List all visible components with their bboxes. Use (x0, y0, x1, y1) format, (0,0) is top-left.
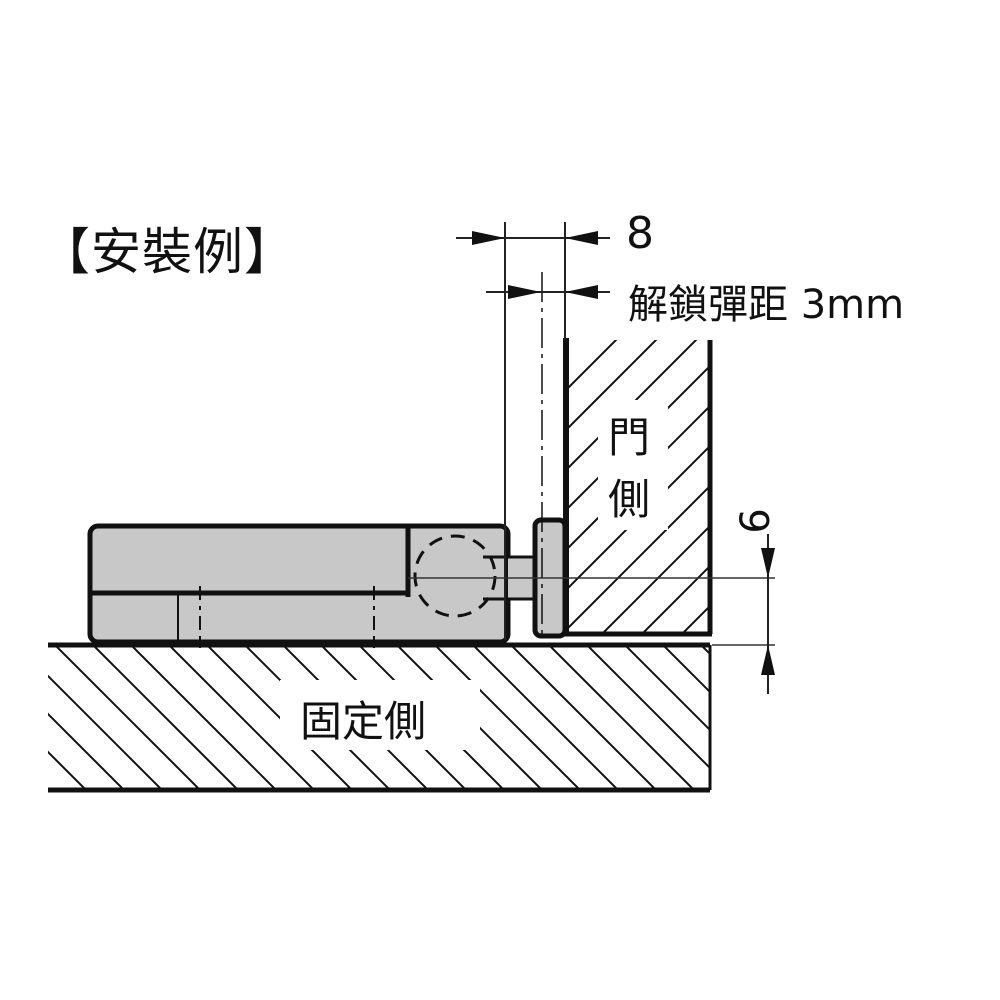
dimension-8-label: 8 (626, 208, 654, 259)
dimension-9 (761, 534, 775, 694)
door-side-label-2: 側 (608, 475, 651, 524)
door-side-label-1: 門 (608, 413, 651, 462)
dimension-9-label: 9 (729, 508, 776, 534)
hidden-spring-circle (413, 534, 497, 618)
diagram-title: 【安裝例】 (40, 223, 295, 281)
fixed-side-label: 固定側 (300, 697, 427, 746)
lock-body (87, 523, 511, 648)
plunger-pin (508, 272, 568, 640)
fixed-side-block (48, 642, 712, 793)
dimension-unlock-stroke (486, 285, 610, 299)
door-side-block (563, 338, 713, 637)
unlock-stroke-label: 解鎖彈距 3mm (628, 282, 905, 328)
